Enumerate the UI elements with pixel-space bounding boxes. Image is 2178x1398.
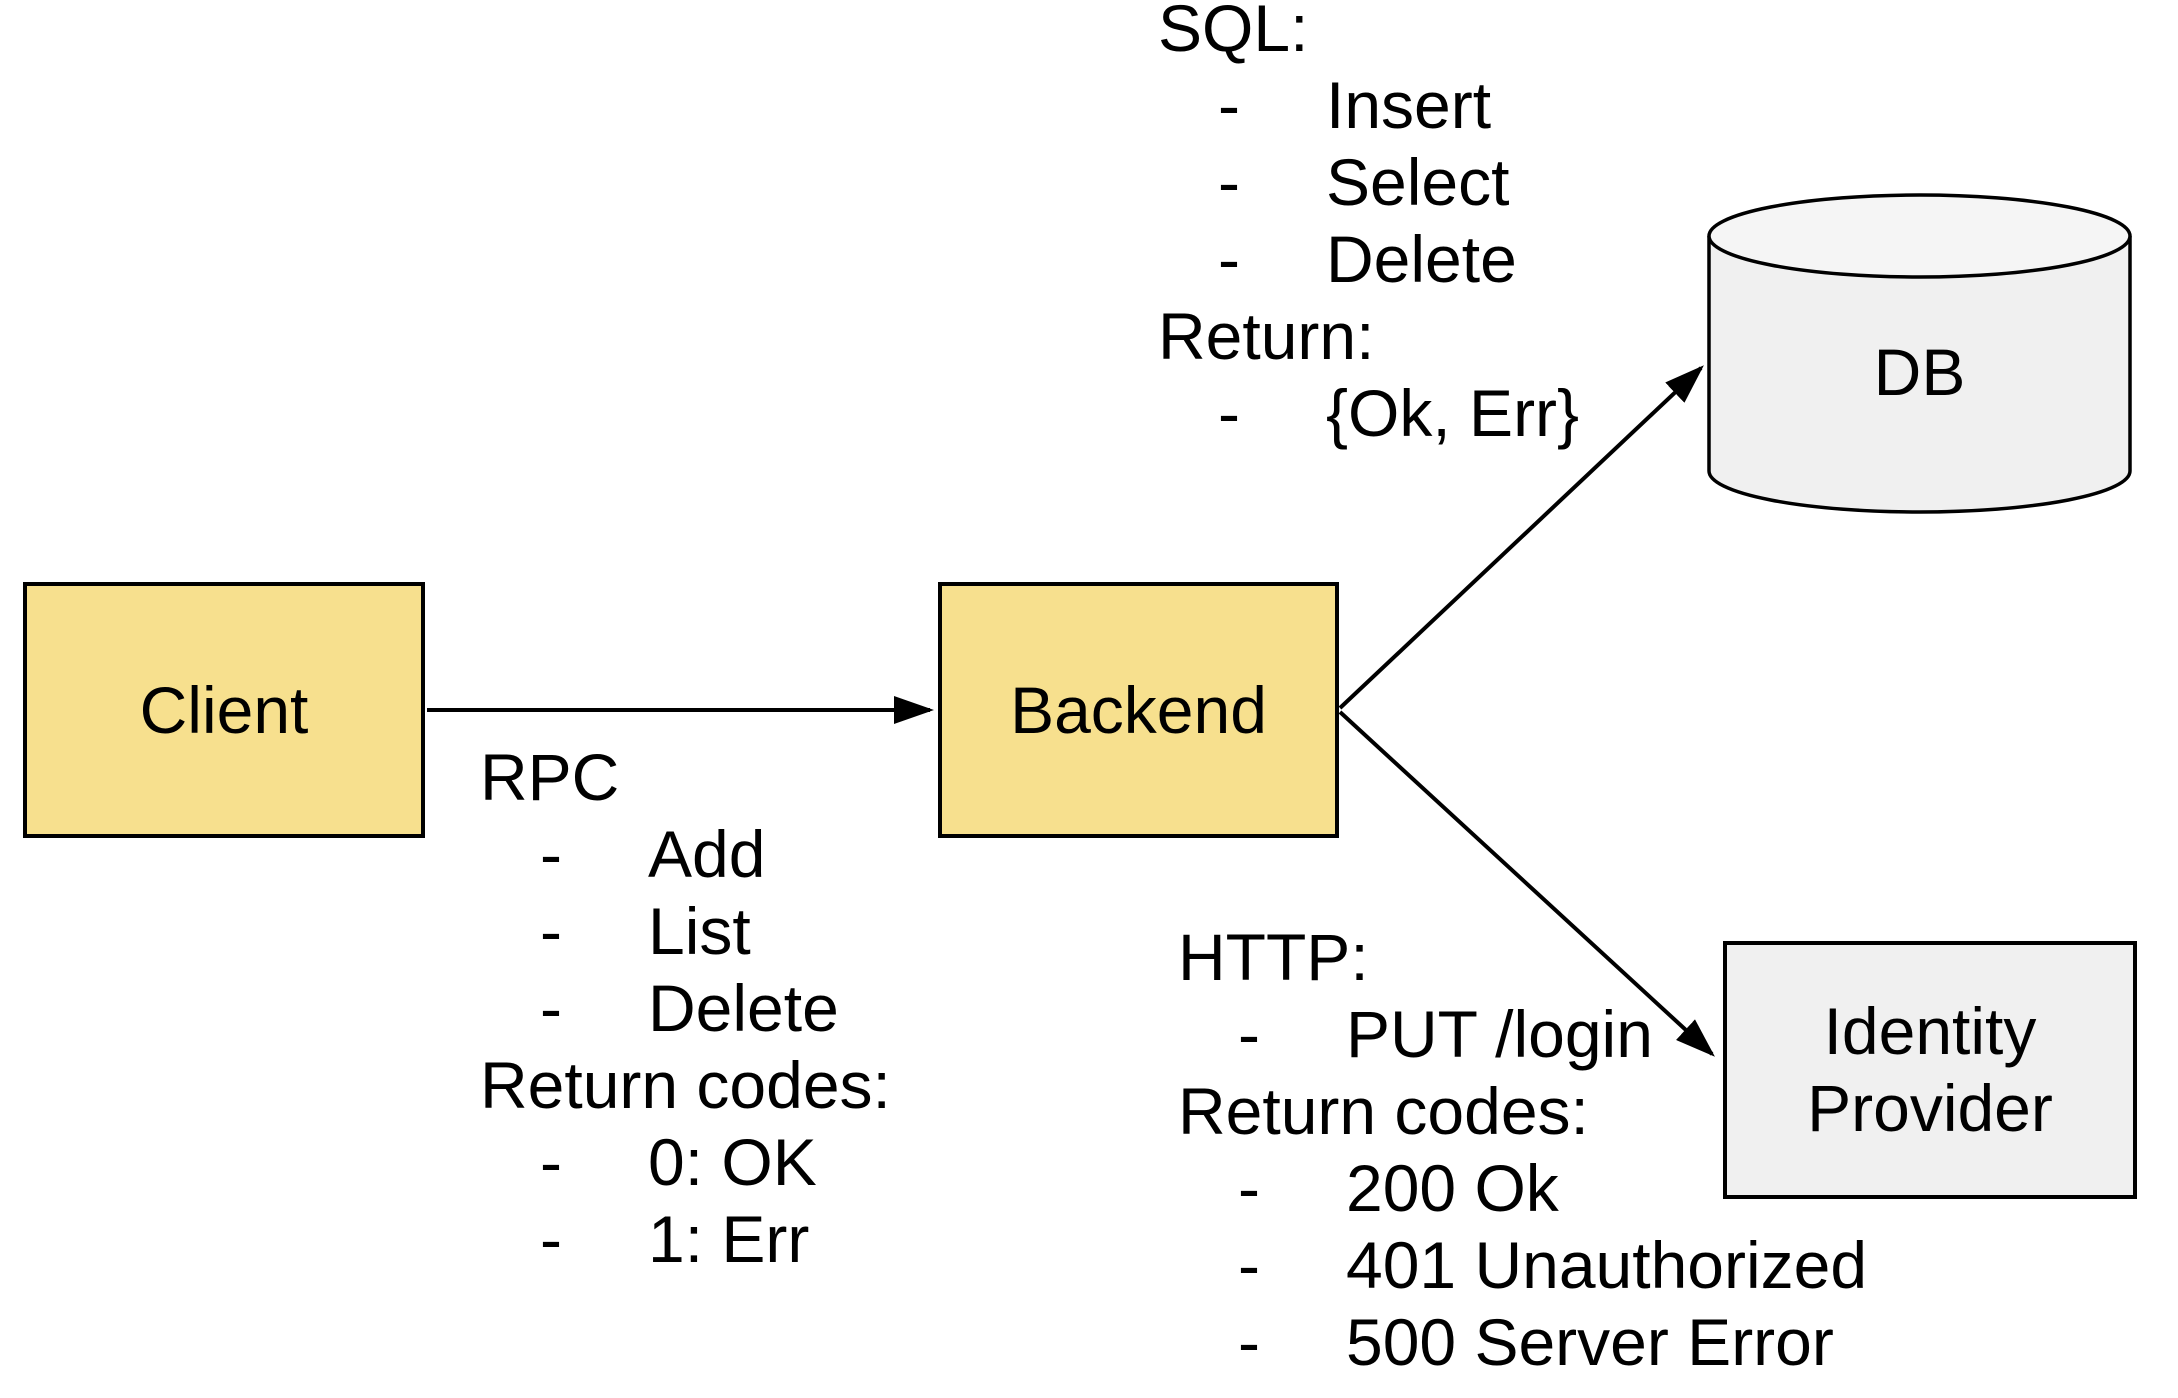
bullet-dash: - xyxy=(1238,1228,1260,1302)
bullet-dash: - xyxy=(540,1202,562,1276)
bullet-dash: - xyxy=(540,1125,562,1199)
bullet-dash: - xyxy=(1238,1151,1260,1225)
node-backend: Backend xyxy=(938,582,1339,838)
annotation-sql: SQL: - Insert - Select - Delete Return: … xyxy=(1158,0,1579,452)
edge-backend-db xyxy=(1338,365,1704,710)
annotation-http-item: - 401 Unauthorized xyxy=(1178,1227,1867,1304)
annotation-http: HTTP: - PUT /login Return codes: - 200 O… xyxy=(1178,919,1867,1381)
node-client: Client xyxy=(23,582,425,838)
annotation-sql-heading2: Return: xyxy=(1158,299,1375,373)
bullet-dash: - xyxy=(1218,376,1240,450)
annotation-sql-heading1: SQL: xyxy=(1158,0,1309,65)
annotation-sql-item-text: Insert xyxy=(1326,68,1492,142)
annotation-rpc-item: - List xyxy=(480,893,891,970)
bullet-dash: - xyxy=(540,817,562,891)
node-backend-label: Backend xyxy=(1010,672,1267,747)
annotation-rpc-heading2: Return codes: xyxy=(480,1048,891,1122)
annotation-rpc-item: - 0: OK xyxy=(480,1124,891,1201)
annotation-rpc-item-text: 0: OK xyxy=(648,1125,817,1199)
annotation-http-item-text: 500 Server Error xyxy=(1346,1305,1834,1379)
annotation-rpc-item: - Delete xyxy=(480,970,891,1047)
annotation-http-item: - PUT /login xyxy=(1178,996,1653,1073)
bullet-dash: - xyxy=(540,894,562,968)
annotation-sql-item-text: Select xyxy=(1326,145,1510,219)
annotation-http-item-text: 401 Unauthorized xyxy=(1346,1228,1868,1302)
annotation-sql-item: - Delete xyxy=(1158,221,1517,298)
annotation-rpc-heading1: RPC xyxy=(480,740,620,814)
db-cylinder-body xyxy=(1707,236,2132,514)
bullet-dash: - xyxy=(1218,68,1240,142)
annotation-http-item-text: PUT /login xyxy=(1346,997,1653,1071)
annotation-rpc-item-text: List xyxy=(648,894,751,968)
annotation-rpc-item: - Add xyxy=(480,816,891,893)
annotation-rpc-item-text: 1: Err xyxy=(648,1202,810,1276)
annotation-sql-item-text: {Ok, Err} xyxy=(1326,376,1580,450)
annotation-http-item: - 200 Ok xyxy=(1178,1150,1589,1227)
annotation-http-heading1: HTTP: xyxy=(1178,920,1369,994)
node-identity-provider-label: Identity Provider xyxy=(1807,994,2053,1145)
bullet-dash: - xyxy=(1218,145,1240,219)
annotation-sql-item: - Select xyxy=(1158,144,1509,221)
annotation-sql-item: - {Ok, Err} xyxy=(1158,375,1579,452)
annotation-sql-item-text: Delete xyxy=(1326,222,1517,296)
bullet-dash: - xyxy=(1238,997,1260,1071)
edge-backend-idp xyxy=(1338,710,1715,1057)
annotation-http-item: - 500 Server Error xyxy=(1178,1304,1834,1381)
annotation-http-item-text: 200 Ok xyxy=(1346,1151,1559,1225)
node-identity-provider: Identity Provider xyxy=(1723,941,2137,1199)
annotation-rpc-item-text: Add xyxy=(648,817,766,891)
annotation-rpc-item-text: Delete xyxy=(648,971,839,1045)
bullet-dash: - xyxy=(1238,1305,1260,1379)
node-client-label: Client xyxy=(139,672,309,747)
annotation-rpc-item: - 1: Err xyxy=(480,1201,891,1278)
bullet-dash: - xyxy=(1218,222,1240,296)
annotation-http-heading2: Return codes: xyxy=(1178,1074,1589,1148)
annotation-rpc: RPC - Add - List - Delete Return codes: … xyxy=(480,739,891,1278)
node-db-label: DB xyxy=(1873,335,1966,409)
bullet-dash: - xyxy=(540,971,562,1045)
annotation-sql-item: - Insert xyxy=(1158,67,1491,144)
db-cylinder-top xyxy=(1707,193,2132,279)
